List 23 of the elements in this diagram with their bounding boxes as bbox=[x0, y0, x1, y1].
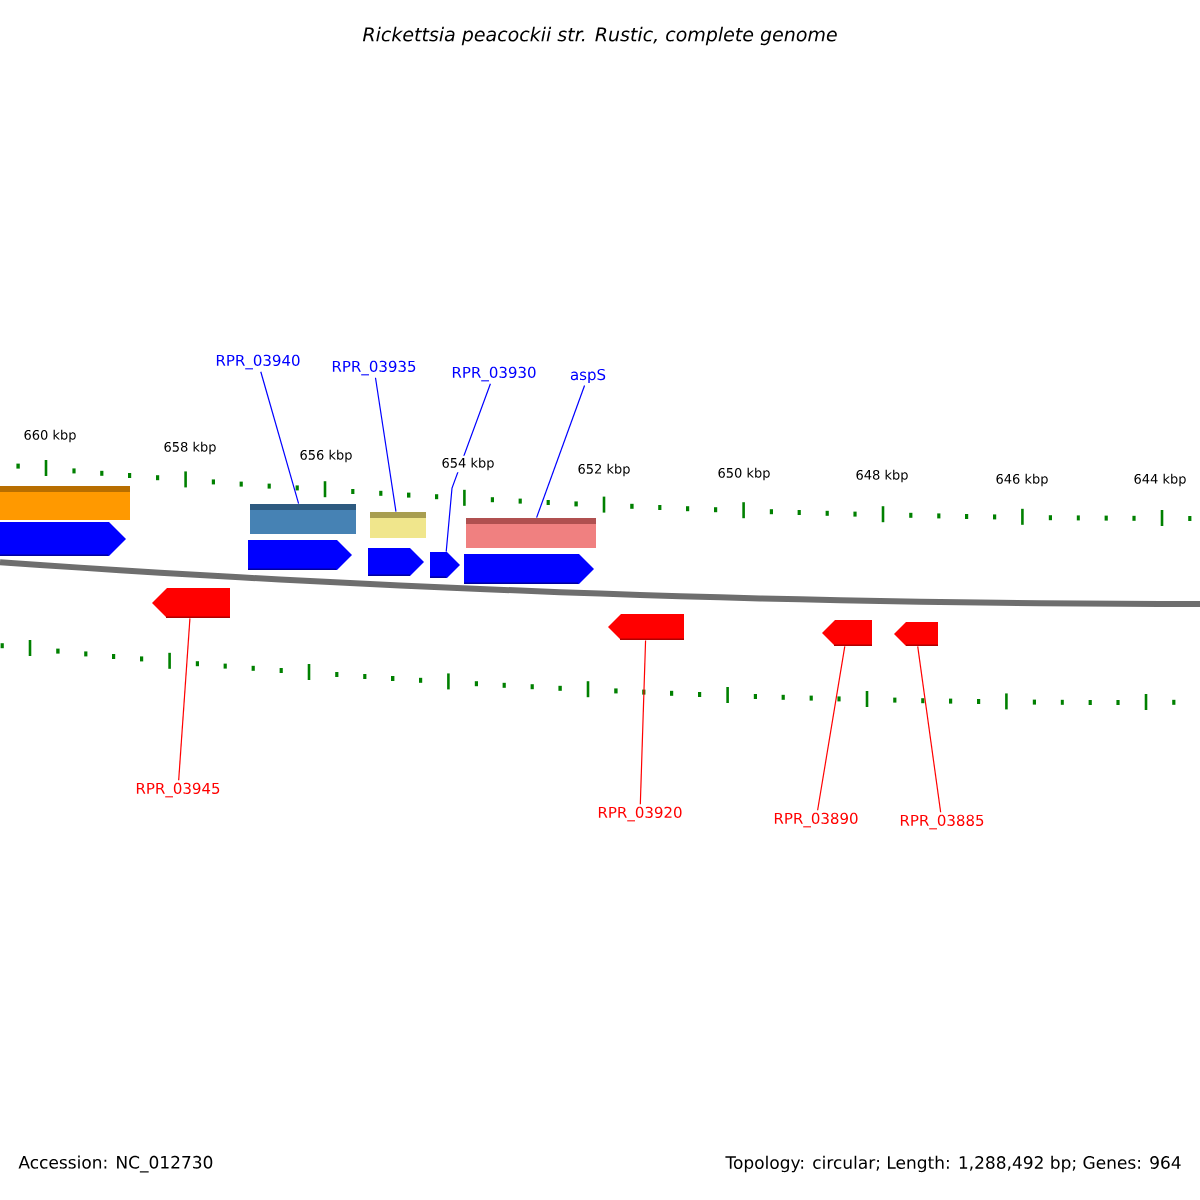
gene-block bbox=[0, 522, 126, 556]
genome-title: Rickettsia peacockii str. Rustic, complete genome bbox=[362, 26, 837, 46]
leader-line bbox=[260, 371, 300, 505]
gene-bar bbox=[250, 504, 356, 534]
gene-block bbox=[367, 548, 424, 576]
leader-line bbox=[917, 645, 942, 813]
gene-block bbox=[152, 588, 231, 618]
gene-block bbox=[429, 552, 460, 578]
gene-bar bbox=[466, 518, 596, 548]
gene-block bbox=[247, 540, 352, 570]
leader-line bbox=[817, 645, 846, 811]
genome-info-text: Topology: circular; Length: 1,288,492 bp; Genes: 964 bbox=[725, 1155, 1181, 1173]
accession-text: Accession: NC_012730 bbox=[18, 1155, 213, 1173]
gene-block bbox=[822, 620, 873, 646]
leader-line bbox=[178, 617, 191, 781]
leader-line bbox=[445, 383, 492, 553]
leader-line bbox=[536, 384, 586, 519]
gene-block bbox=[894, 622, 939, 646]
gene-bar bbox=[370, 512, 426, 538]
leader-line bbox=[374, 377, 397, 513]
gene-block bbox=[608, 614, 685, 640]
gene-bar bbox=[0, 486, 130, 520]
leader-line bbox=[639, 639, 647, 805]
